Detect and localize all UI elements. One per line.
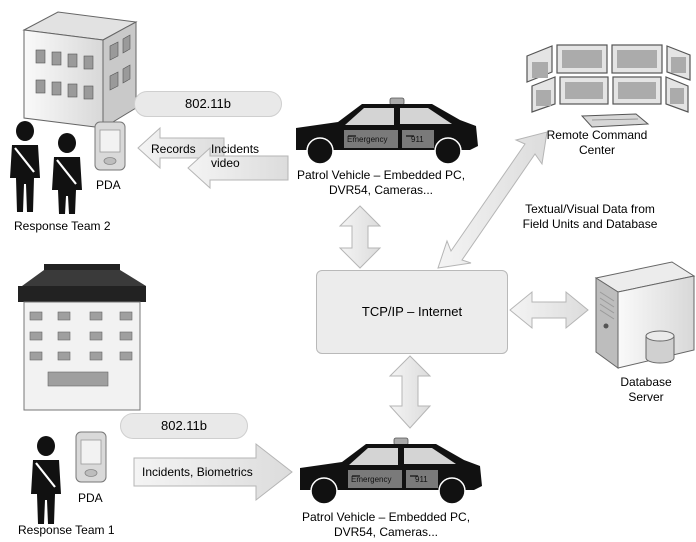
command-center-label-line1: Remote Command bbox=[546, 128, 648, 142]
patrol-vehicle-icon bbox=[296, 97, 478, 165]
office-building-icon bbox=[22, 11, 138, 129]
vehicle-hub-link-arrow bbox=[338, 205, 382, 269]
vehicle-top-door-text: Emergency bbox=[347, 135, 388, 144]
pda-icon bbox=[94, 121, 126, 171]
vehicle-bottom-label-line2: DVR54, Cameras... bbox=[333, 525, 439, 539]
database-server-label-line1: Database bbox=[620, 375, 672, 389]
person-icon bbox=[10, 121, 40, 212]
vehicle-bottom-door-number: 911 bbox=[415, 475, 428, 484]
vehicle-bottom-label-line1: Patrol Vehicle – Embedded PC, bbox=[301, 510, 471, 524]
hub-server-link-arrow bbox=[509, 290, 589, 330]
database-server-icon bbox=[594, 261, 696, 369]
person-icon bbox=[52, 133, 82, 214]
response-team-1-label: Response Team 1 bbox=[18, 523, 115, 537]
incidents-video-label: Incidents video bbox=[211, 142, 260, 170]
command-center-link-arrow bbox=[437, 131, 548, 269]
tcp-ip-internet-hub: TCP/IP – Internet bbox=[316, 270, 508, 354]
hub-vehicle-link-arrow bbox=[388, 355, 432, 429]
response-team-2-label: Response Team 2 bbox=[14, 219, 111, 233]
pda-label-bottom: PDA bbox=[78, 491, 103, 505]
person-icon bbox=[31, 436, 61, 524]
database-server-label-line2: Server bbox=[628, 390, 664, 404]
vehicle-bottom-door-text: Emergency bbox=[351, 475, 392, 484]
wifi-link-label-bottom: 802.11b bbox=[120, 413, 248, 439]
command-center-label-line2: Center bbox=[578, 143, 616, 157]
data-flow-label-line2: Field Units and Database bbox=[522, 217, 658, 231]
incidents-biometrics-arrow bbox=[133, 442, 293, 502]
records-label: Records bbox=[151, 142, 196, 156]
vehicle-top-door-number: 911 bbox=[411, 135, 424, 144]
vehicle-top-label-line1: Patrol Vehicle – Embedded PC, bbox=[296, 168, 466, 182]
vehicle-top-label-line2: DVR54, Cameras... bbox=[328, 183, 434, 197]
incidents-biometrics-label: Incidents, Biometrics bbox=[142, 465, 253, 479]
pda-label-top: PDA bbox=[96, 178, 121, 192]
data-flow-label-line1: Textual/Visual Data from bbox=[525, 202, 655, 216]
wifi-link-label-top: 802.11b bbox=[134, 91, 282, 117]
command-center-monitors-icon bbox=[526, 44, 691, 128]
pda-icon bbox=[75, 431, 107, 483]
incidents-video-arrow bbox=[187, 146, 289, 190]
patrol-vehicle-icon bbox=[300, 437, 482, 505]
apartment-building-icon bbox=[18, 264, 146, 411]
